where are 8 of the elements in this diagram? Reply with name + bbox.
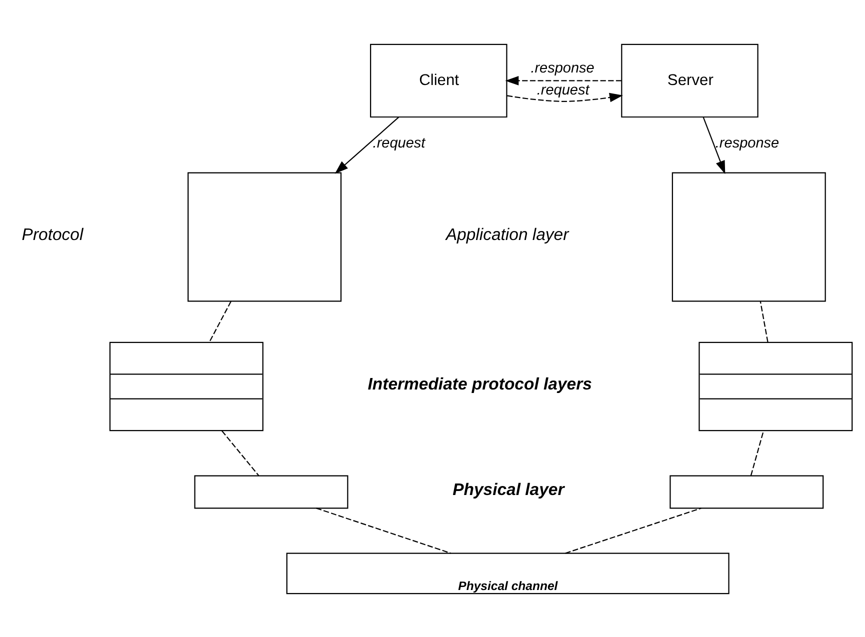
edge-label: .request [536, 82, 590, 98]
label: Physical layer [452, 479, 564, 498]
label: Intermediate protocol layers [368, 374, 592, 393]
edge-label: .request [372, 135, 426, 152]
label: Application layer [446, 224, 569, 244]
edge-label: .response [715, 135, 780, 152]
edge-label: .response [530, 60, 594, 76]
label: Protocol [22, 224, 84, 244]
